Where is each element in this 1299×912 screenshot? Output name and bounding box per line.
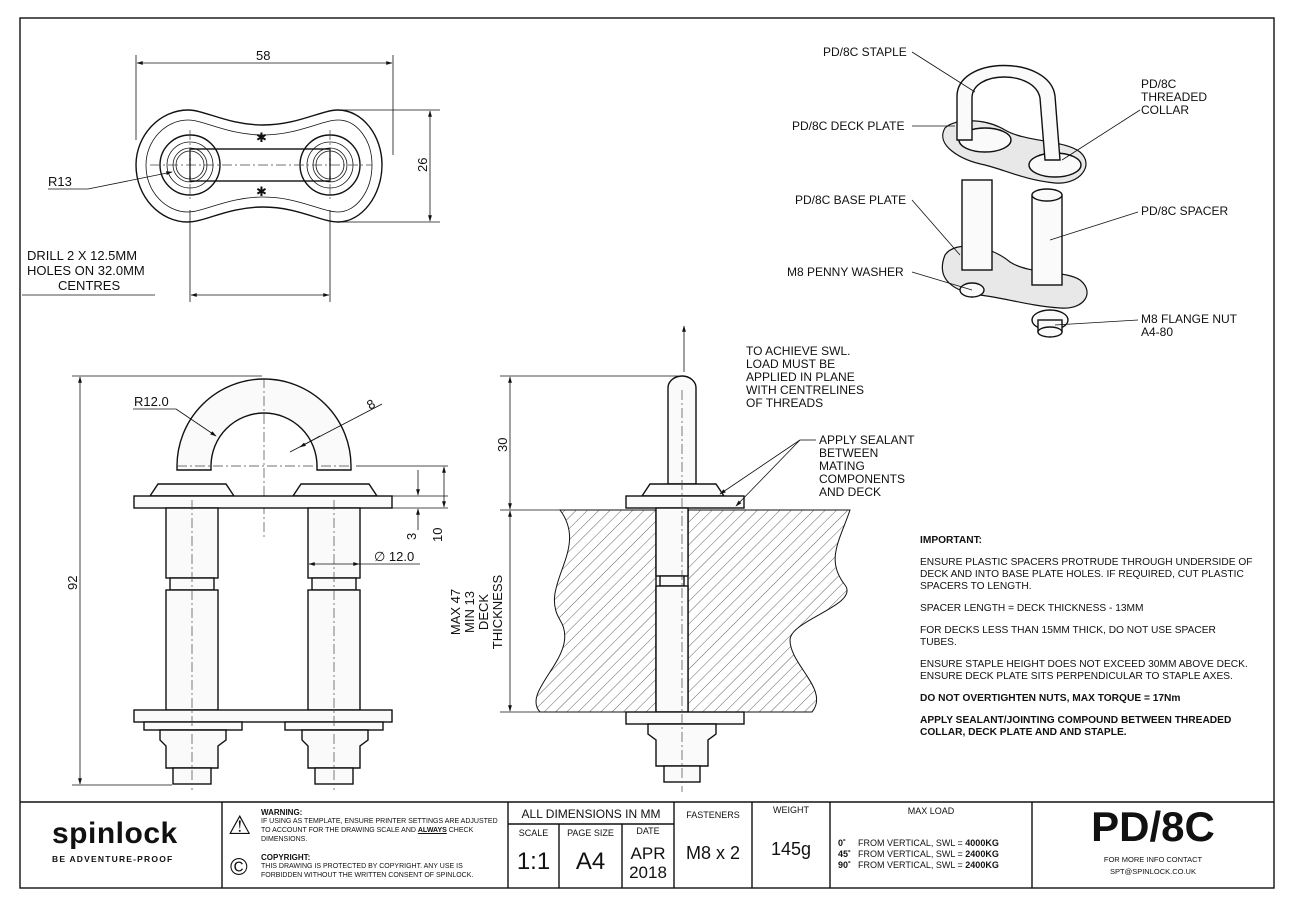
deck-thickness-1: MAX 47 [448,589,463,635]
warning-block: WARNING: IF USING AS TEMPLATE, ENSURE PR… [261,808,504,844]
load-row: 90˚FROM VERTICAL, SWL = 2400KG [838,860,999,870]
deck-thickness-4: THICKNESS [490,574,505,649]
dim-width-58: 58 [256,48,270,63]
note-deck-plate: ENSURE DECK PLATE SITS PERPENDICULAR TO … [920,671,1233,682]
label-flange-nut-1: M8 FLANGE NUT [1141,312,1238,326]
note-torque: DO NOT OVERTIGHTEN NUTS, MAX TORQUE = 17… [920,693,1181,704]
label-base-plate: PD/8C BASE PLATE [795,193,906,207]
logo-mark-icon: ✱ [256,130,267,145]
swl-note-3: APPLIED IN PLANE [746,370,855,384]
warning-text: IF USING AS TEMPLATE, ENSURE PRINTER SET… [261,818,498,834]
dim-height-26: 26 [415,158,430,172]
notes-heading: IMPORTANT: [920,535,983,546]
page-size-value: A4 [575,848,606,875]
logo-mark-icon-2: ✱ [256,184,267,199]
rod-dia-8: 8 [364,396,378,413]
warning-text-end: CHECK DIMENSIONS. [261,827,474,843]
part-number: PD/8C [1091,803,1215,850]
page-size-label: PAGE SIZE [567,828,614,838]
max-load-label: MAX LOAD [907,806,955,816]
date-label: DATE [636,826,660,836]
sealant-note-2: BETWEEN [819,446,878,460]
brand-name: spinlock [52,817,178,850]
sealant-note-1: APPLY SEALANT [819,433,915,447]
iso-left-spacer [961,179,993,271]
label-collar-2: THREADED [1141,90,1207,104]
radius-r12: R12.0 [134,394,169,409]
dim-3: 3 [404,533,419,540]
load-row: 0˚FROM VERTICAL, SWL = 4000KG [838,838,999,848]
base-plate-side [133,709,393,723]
label-collar-3: COLLAR [1141,103,1189,117]
label-staple: PD/8C STAPLE [823,45,907,59]
dims-heading: ALL DIMENSIONS IN MM [521,807,661,821]
brand-logo: spinlock BE ADVENTURE-PROOF [52,817,192,865]
load-table: 0˚FROM VERTICAL, SWL = 4000KG 45˚FROM VE… [838,838,1030,871]
swl-note-1: TO ACHIEVE SWL. [746,344,850,358]
sealant-note-4: COMPONENTS [819,472,905,486]
dim-30: 30 [495,438,510,452]
swl-note-4: WITH CENTRELINES [746,383,864,397]
title-block-frame [20,801,1274,888]
load-row: 45˚FROM VERTICAL, SWL = 2400KG [838,849,999,859]
warning-icon: ⚠ [228,810,252,840]
contact-email[interactable]: SPT@SPINLOCK.CO.UK [1110,867,1196,876]
contact-line-1: FOR MORE INFO CONTACT [1103,855,1203,864]
top-view: ✱ ✱ 58 26 R13 DRILL 2 X 12.5MM HOLES ON … [22,48,440,302]
front-view: 92 R12.0 8 3 10 ∅ 12.0 [65,375,448,790]
copyright-block: COPYRIGHT: THIS DRAWING IS PROTECTED BY … [261,853,504,880]
drill-note-line-3: CENTRES [58,278,120,293]
label-penny-washer: M8 PENNY WASHER [787,265,904,279]
weight-label: WEIGHT [773,805,809,815]
scale-label: SCALE [518,828,549,838]
warning-title: WARNING: [261,808,303,817]
copyright-title: COPYRIGHT: [261,853,311,862]
radius-r13: R13 [48,174,72,189]
copyright-text: THIS DRAWING IS PROTECTED BY COPYRIGHT. … [261,863,474,879]
warning-always: ALWAYS [417,827,447,834]
brand-tagline: BE ADVENTURE-PROOF [52,854,174,864]
copyright-icon: © [230,854,248,881]
important-notes: IMPORTANT: ENSURE PLASTIC SPACERS PROTRU… [920,535,1255,749]
drill-note-line-2: HOLES ON 32.0MM [27,263,145,278]
left-flange-nut [159,729,227,769]
scale-value: 1:1 [516,848,551,875]
spacer-dia-12: ∅ 12.0 [374,549,414,564]
deck-thickness-2: MIN 13 [462,591,477,633]
left-threaded-collar [148,483,236,497]
label-collar-1: PD/8C [1141,77,1177,91]
label-deck-plate: PD/8C DECK PLATE [792,119,904,133]
label-spacer: PD/8C SPACER [1141,204,1228,218]
label-flange-nut-2: A4-80 [1141,325,1173,339]
dim-10: 10 [430,528,445,542]
weight-value: 145g [770,839,812,859]
fasteners-value: M8 x 2 [685,843,741,863]
right-threaded-collar [291,483,379,497]
swl-note-2: LOAD MUST BE [746,357,835,371]
deck-thickness-3: DECK [476,594,491,630]
isometric-view: PD/8C STAPLE PD/8C DECK PLATE PD/8C BASE… [787,45,1238,339]
deck-plate-side [133,495,393,509]
side-section-view: 30 MAX 47 MIN 13 DECK THICKNESS TO ACHIE… [448,325,915,792]
dim-height-92: 92 [65,576,80,590]
iso-right-spacer [1031,194,1063,286]
sealant-note-5: AND DECK [819,485,881,499]
note-staple-height: ENSURE STAPLE HEIGHT DOES NOT EXCEED 30M… [920,659,1248,670]
note-thin-decks: FOR DECKS LESS THAN 15MM THICK, DO NOT U… [920,625,1216,648]
staple-u-bend [176,378,352,471]
swl-note-5: OF THREADS [746,396,823,410]
sealant-note-3: MATING [819,459,865,473]
deck-plate-outline [135,109,383,223]
note-sealant: APPLY SEALANT/JOINTING COMPOUND BETWEEN … [920,715,1232,738]
deck-section-hatch [535,509,851,713]
date-value: APR 2018 [629,844,667,882]
iso-staple [956,64,1061,161]
fasteners-label: FASTENERS [686,810,740,820]
note-spacer-length: SPACER LENGTH = DECK THICKNESS - 13MM [920,603,1144,614]
note-spacers: ENSURE PLASTIC SPACERS PROTRUDE THROUGH … [920,557,1253,592]
right-flange-nut [301,729,369,769]
sheet-border [19,17,1275,889]
drill-note-line-1: DRILL 2 X 12.5MM [27,248,137,263]
